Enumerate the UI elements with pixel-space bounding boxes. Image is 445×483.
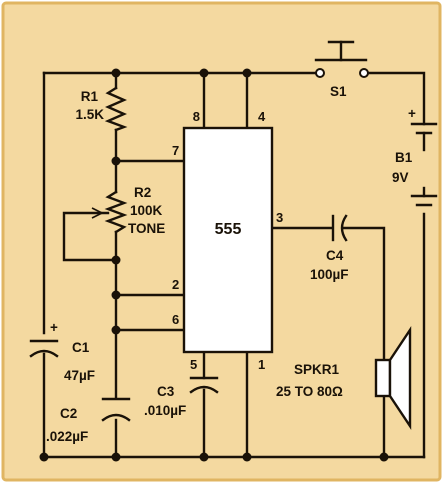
capacitor-c1: + C1 47µF [29,320,95,383]
c4-name: C4 [326,248,344,263]
junction-dots [39,68,389,462]
battery-b1: + B1 9V [392,106,438,207]
ic-555: 555 8 4 7 3 2 6 5 1 [172,109,283,372]
c3-name: C3 [157,384,175,399]
r1-name: R1 [81,89,99,104]
pin-8-label: 8 [193,109,200,124]
speaker-spkr1: SPKR1 25 TO 80Ω [276,326,412,430]
c4-value: 100µF [310,267,349,282]
r1-value: 1.5K [75,107,104,122]
c1-plus: + [50,320,58,335]
r2-value: 100K [130,203,163,218]
s1-name: S1 [330,84,347,99]
pin-6-label: 6 [172,312,179,327]
pin-4-label: 4 [258,109,266,124]
c1-name: C1 [72,340,90,355]
b1-name: B1 [395,150,413,165]
potentiometer-r2: R2 100K TONE [91,185,165,236]
pin-5-label: 5 [190,357,197,372]
pin-3-label: 3 [276,210,283,225]
switch-s1: S1 [314,40,369,99]
r2-name: R2 [134,185,151,200]
capacitor-c4: C4 100µF [310,214,349,282]
spkr1-value: 25 TO 80Ω [276,384,343,399]
ic-label: 555 [215,221,242,238]
c3-value: .010µF [144,403,186,418]
pin-2-label: 2 [172,277,179,292]
b1-value: 9V [392,170,409,185]
c1-value: 47µF [64,368,95,383]
spkr1-name: SPKR1 [294,362,340,377]
c2-value: .022µF [46,429,88,444]
b1-plus: + [408,106,416,121]
r2-note: TONE [128,221,165,236]
capacitor-c2: C2 .022µF [46,397,131,444]
pin-7-label: 7 [172,143,179,158]
capacitor-c3: C3 .010µF [144,376,219,418]
c2-name: C2 [60,406,77,421]
pin-1-label: 1 [258,357,265,372]
resistor-r1: R1 1.5K [75,86,128,132]
